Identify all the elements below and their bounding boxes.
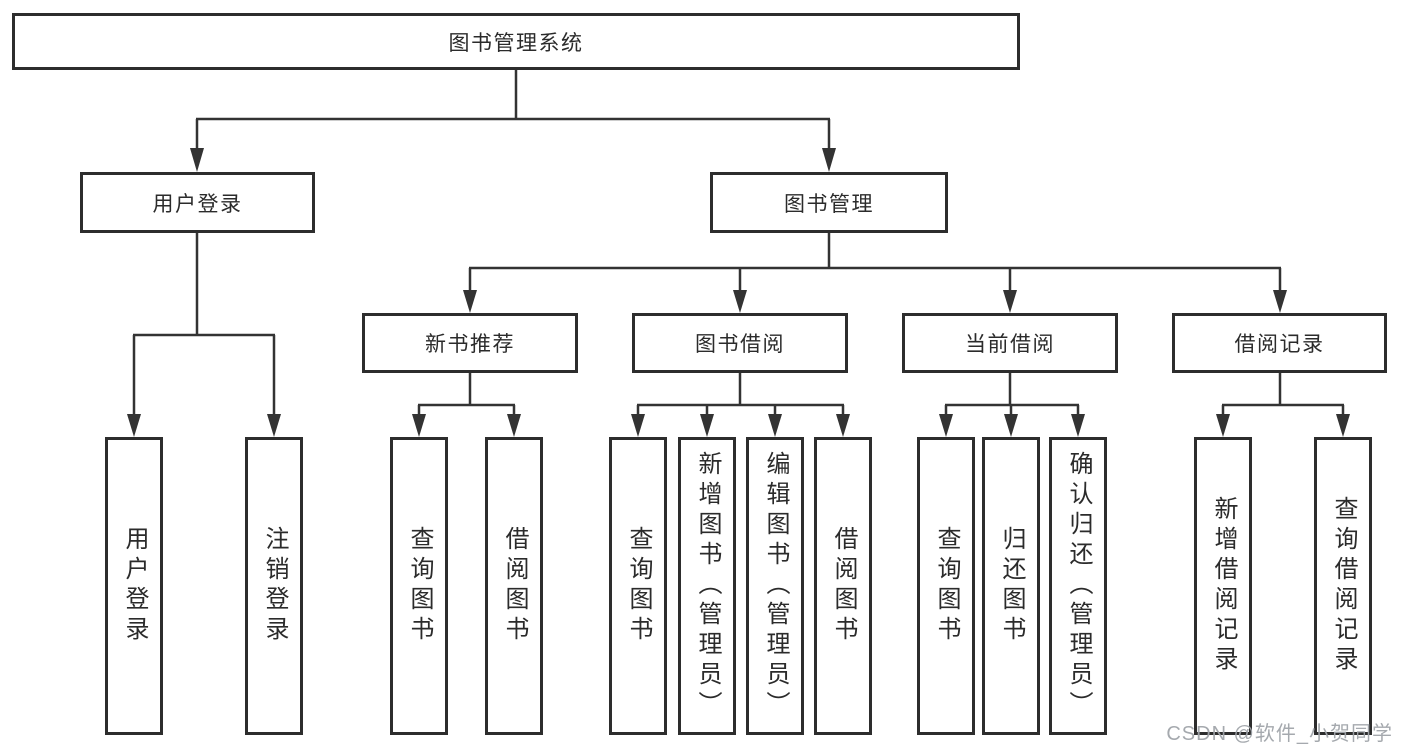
leaf-borrow-book-2: 借阅图书 — [814, 437, 872, 735]
node-borrow-record: 借阅记录 — [1172, 313, 1387, 373]
node-label: 用户登录 — [121, 526, 148, 646]
node-label: 编辑图书（管理员） — [762, 451, 789, 721]
leaf-user-login: 用户登录 — [105, 437, 163, 735]
csdn-watermark: CSDN @软件_小贺同学 — [1166, 723, 1393, 745]
node-label: 图书管理系统 — [448, 31, 584, 55]
node-label: 确认归还（管理员） — [1065, 451, 1092, 721]
node-label: 用户登录 — [152, 192, 243, 216]
node-label: 借阅记录 — [1234, 333, 1325, 356]
leaf-edit-book-admin: 编辑图书（管理员） — [746, 437, 804, 735]
connector-root-to-level1 — [195, 70, 831, 150]
node-label: 当前借阅 — [965, 333, 1055, 356]
leaf-query-book-2: 查询图书 — [609, 437, 667, 735]
node-book-management: 图书管理 — [710, 172, 948, 233]
connector-new-book-group — [417, 373, 516, 415]
connector-book-borrow-group — [636, 373, 845, 415]
leaf-logout: 注销登录 — [245, 437, 303, 735]
node-label: 查询图书 — [625, 526, 652, 646]
connector-book-mgmt-to-level2 — [468, 233, 1282, 291]
node-label: 借阅图书 — [830, 526, 857, 646]
node-label: 借阅图书 — [501, 526, 528, 646]
connector-user-login-group — [132, 233, 276, 415]
node-label: 图书管理 — [784, 192, 874, 216]
leaf-return-book: 归还图书 — [982, 437, 1040, 735]
node-new-book-recommend: 新书推荐 — [362, 313, 578, 373]
connector-current-borrow-group — [944, 373, 1080, 415]
leaf-confirm-return-admin: 确认归还（管理员） — [1049, 437, 1107, 735]
node-label: 归还图书 — [998, 526, 1025, 646]
node-label: 图书借阅 — [695, 333, 785, 356]
leaf-query-borrow-record: 查询借阅记录 — [1314, 437, 1372, 735]
leaf-borrow-book-1: 借阅图书 — [485, 437, 543, 735]
node-user-login: 用户登录 — [80, 172, 315, 233]
leaf-query-book-1: 查询图书 — [390, 437, 448, 735]
node-root-library-system: 图书管理系统 — [12, 13, 1020, 70]
node-book-borrow: 图书借阅 — [632, 313, 848, 373]
node-current-borrow: 当前借阅 — [902, 313, 1118, 373]
node-label: 新书推荐 — [425, 333, 515, 356]
node-label: 查询图书 — [933, 526, 960, 646]
node-label: 查询借阅记录 — [1330, 496, 1357, 676]
node-label: 注销登录 — [261, 526, 288, 646]
node-label: 新增图书（管理员） — [694, 451, 721, 721]
leaf-query-book-3: 查询图书 — [917, 437, 975, 735]
leaf-add-book-admin: 新增图书（管理员） — [678, 437, 736, 735]
node-label: 查询图书 — [406, 526, 433, 646]
leaf-add-borrow-record: 新增借阅记录 — [1194, 437, 1252, 735]
node-label: 新增借阅记录 — [1210, 496, 1237, 676]
connector-borrow-record-group — [1221, 373, 1345, 415]
